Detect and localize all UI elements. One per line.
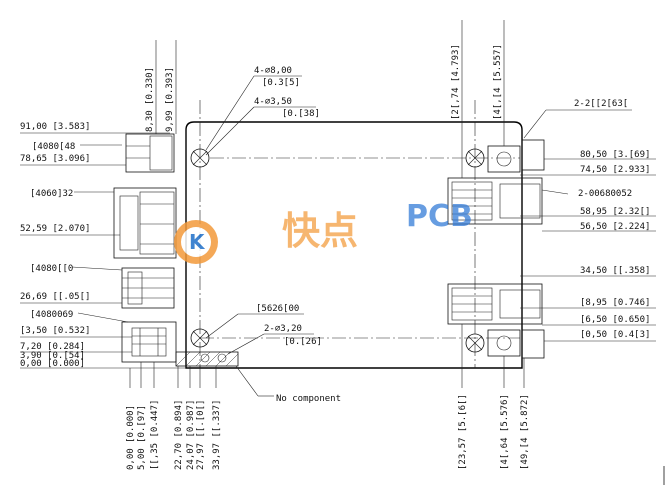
watermark-logo: K 快点 PCB	[174, 199, 473, 264]
right-connector-bottom	[447, 283, 543, 325]
logo-letter: K	[189, 230, 206, 254]
no-component-area	[175, 351, 239, 367]
bottom-dim-4: 22,70 [0.894]	[174, 400, 184, 470]
hole-a-inch: [0.3[5]	[262, 78, 300, 88]
left-dim-2: [4080[48	[32, 142, 75, 152]
bottom-dim-7: 33,97 [[.337]	[212, 400, 222, 470]
left-dim-9: [3,50 [0.532]	[20, 326, 90, 336]
right-dim-2: 74,50 [2.933]	[580, 165, 650, 175]
left-dim-10: 7,20 [0.284]	[20, 342, 85, 352]
right-dim-9: [0,50 [0.4[3]	[580, 330, 650, 340]
top-dimensions: 8,30 [0.330] 9,99 [0.393] 4-⌀8,00 [0.3[5…	[145, 20, 632, 178]
left-connector-top	[125, 133, 175, 173]
no-component-label: No component	[276, 394, 341, 404]
left-dimensions: 91,00 [3.583] [4080[48 78,65 [3.096] [40…	[20, 122, 186, 369]
bottom-dim-2: 5,00 [0.[97]	[137, 405, 147, 470]
left-dim-4: [4060]32	[30, 189, 73, 199]
bottom-dimensions: 0,00 [0.000] 5,00 [0.[97] [[,35 [0.447] …	[126, 324, 530, 470]
top-dim-1: 8,30 [0.330]	[145, 67, 155, 132]
right-dim-6: 34,50 [[.358]	[580, 266, 650, 276]
hole-b-inch: [0.[38]	[282, 109, 320, 119]
left-dim-12: 0,00 [0.000]	[20, 359, 85, 369]
bottom-dim-9: [4[,64 [5.576]	[500, 394, 510, 470]
right-dim-8: [6,50 [0.650]	[580, 315, 650, 325]
right-connector-top	[447, 177, 543, 225]
hole-a-label: 4-⌀8,00	[254, 66, 292, 76]
right-dim-1: 80,50 [3.[69]	[580, 150, 650, 160]
mounting-hole-tl	[190, 148, 210, 168]
hole-b-label: 4-⌀3,50	[254, 97, 292, 107]
mounting-hole-br	[465, 333, 485, 353]
bottom-dim-1: 0,00 [0.000]	[126, 405, 136, 470]
left-connector-dsub	[113, 187, 177, 259]
small-hole-label: 2-⌀3,20	[264, 324, 302, 334]
bottom-dim-3: [[,35 [0.447]	[150, 400, 160, 470]
left-dim-3: 78,65 [3.096]	[20, 154, 90, 164]
mounting-hole-bl	[190, 328, 210, 348]
left-connector-mid	[121, 267, 175, 309]
part-code-label: [5626[00	[256, 304, 299, 314]
watermark-en: PCB	[406, 199, 473, 234]
right-dimensions: 80,50 [3.[69] 74,50 [2.933] 2-00680052 5…	[520, 150, 656, 342]
bottom-dim-5: 24,07 [0.987]	[186, 400, 196, 470]
right-dim-5: 56,50 [2.224]	[580, 222, 650, 232]
bottom-dim-8: [23,57 [5.[6[]	[458, 394, 468, 470]
left-dim-5: 52,59 [2.070]	[20, 224, 90, 234]
corner-radius-label: 2-2[[2[63[	[574, 99, 628, 109]
left-dim-1: 91,00 [3.583]	[20, 122, 90, 132]
bottom-dim-6: 27,97 [[.[0[]	[196, 400, 206, 470]
left-dim-6: [4080[[0	[30, 264, 73, 274]
left-dim-11: 3,90 [0.[54]	[20, 351, 85, 361]
notes: [5626[00 2-⌀3,20 [0.[26] No component	[205, 304, 341, 404]
bottom-dim-10: [49,[4 [5.872]	[520, 394, 530, 470]
small-hole-inch: [0.[26]	[284, 337, 322, 347]
top-right-dim-2: [4[,[4 [5.557]	[493, 44, 503, 120]
left-dim-7: 26,69 [[.05[]	[20, 292, 90, 302]
right-dim-3: 2-00680052	[578, 189, 632, 199]
right-dim-4: 58,95 [2.32[]	[580, 207, 650, 217]
mounting-hole-tr	[465, 148, 485, 168]
top-right-dim-1: [2[,74 [4.793]	[451, 44, 461, 120]
watermark-cn: 快点	[282, 209, 358, 253]
left-connector-bottom	[121, 321, 177, 363]
top-dim-2: 9,99 [0.393]	[165, 67, 175, 132]
right-dim-7: [8,95 [0.746]	[580, 298, 650, 308]
left-dim-8: [4080069	[30, 310, 73, 320]
right-standoff-top	[487, 139, 545, 173]
right-standoff-bottom	[487, 329, 545, 359]
